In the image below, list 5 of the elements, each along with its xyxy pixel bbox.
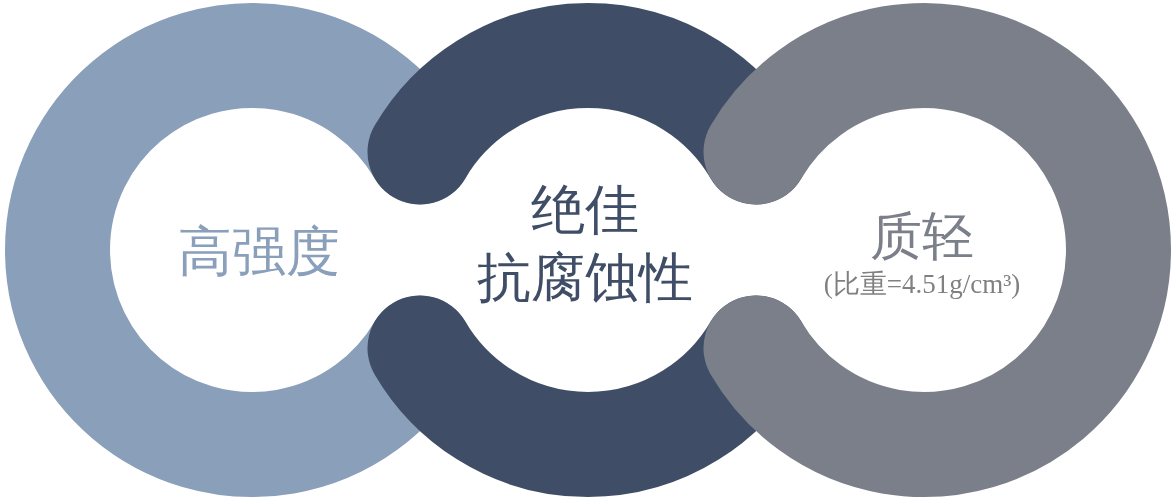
density-note: (比重=4.51g/cm³)	[823, 267, 1021, 301]
feature-label: 抗腐蚀性	[477, 245, 693, 311]
feature-label: 高强度	[178, 219, 340, 285]
feature-label: 绝佳	[531, 176, 639, 243]
feature-label: 质轻	[870, 206, 974, 267]
